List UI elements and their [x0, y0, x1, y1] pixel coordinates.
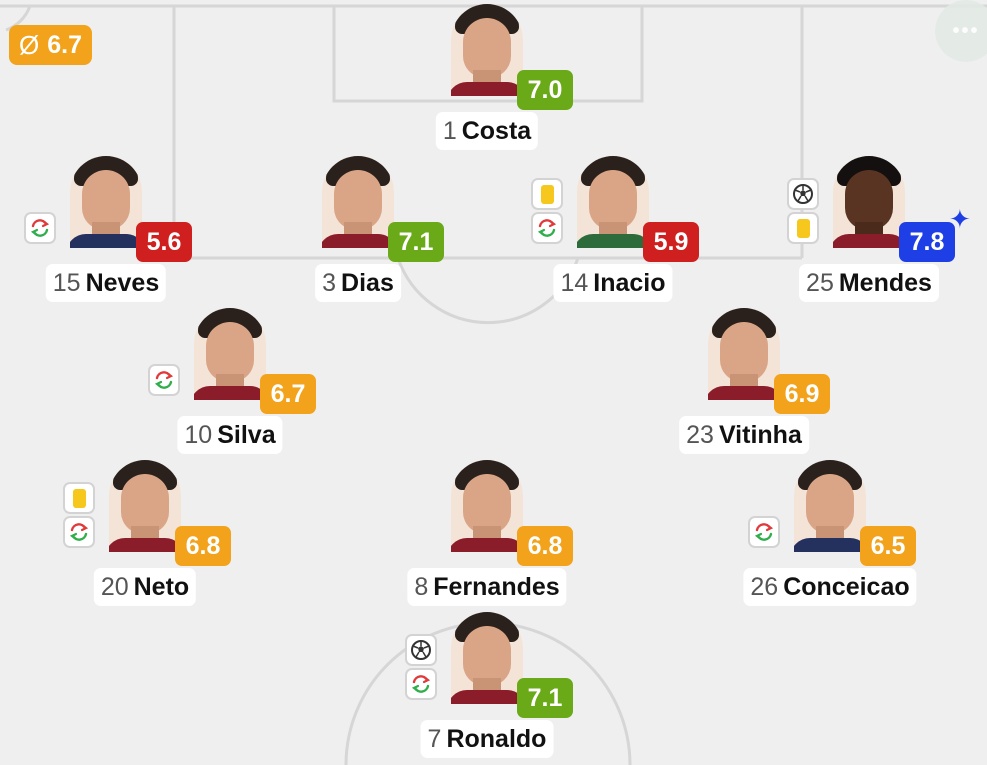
substitution-icon — [531, 212, 563, 244]
player-photo — [577, 156, 649, 248]
yellow-card-icon — [787, 212, 819, 244]
player-name: Mendes — [838, 269, 932, 297]
player-number: 1 — [442, 117, 457, 145]
player-photo — [708, 308, 780, 400]
top-rated-star-icon: ✦ — [949, 204, 971, 234]
team-average-rating: Ø 6.7 — [9, 25, 92, 65]
player-photo — [70, 156, 142, 248]
player-name: Conceicao — [783, 573, 910, 601]
player-name: Ronaldo — [446, 725, 547, 753]
player-name: Costa — [461, 117, 532, 145]
goal-icon — [405, 634, 437, 666]
player-photo — [451, 460, 523, 552]
player-number: 25 — [806, 269, 834, 297]
player-photo — [322, 156, 394, 248]
player-name: Vitinha — [718, 421, 802, 449]
player-rating: 6.5 — [860, 526, 916, 566]
player-rating: 6.8 — [175, 526, 231, 566]
player-number: 15 — [52, 269, 81, 297]
player-name: Neves — [85, 269, 160, 297]
player-rating: 5.9 — [643, 222, 699, 262]
player-photo — [451, 612, 523, 704]
goal-icon — [787, 178, 819, 210]
substitution-icon — [63, 516, 95, 548]
player-rating: 6.7 — [260, 374, 316, 414]
player-rating: 7.8 — [899, 222, 955, 262]
player-rating: 7.0 — [517, 70, 573, 110]
more-icon: ••• — [952, 19, 980, 42]
player-number: 8 — [414, 573, 429, 601]
player-number: 10 — [184, 421, 213, 449]
substitution-icon — [24, 212, 56, 244]
player-number: 7 — [427, 725, 442, 753]
player-rating: 5.6 — [136, 222, 192, 262]
player-photo — [833, 156, 905, 248]
player-number: 3 — [322, 269, 337, 297]
player-rating: 7.1 — [388, 222, 444, 262]
player-number: 23 — [686, 421, 714, 449]
player-photo — [451, 4, 523, 96]
yellow-card-icon — [63, 482, 95, 514]
player-name: Dias — [341, 269, 394, 297]
player-photo — [194, 308, 266, 400]
yellow-card-icon — [531, 178, 563, 210]
player-name: Silva — [217, 421, 276, 449]
player-rating: 6.9 — [774, 374, 830, 414]
substitution-icon — [148, 364, 180, 396]
player-photo — [109, 460, 181, 552]
player-rating: 7.1 — [517, 678, 573, 718]
player-rating: 6.8 — [517, 526, 573, 566]
player-photo — [794, 460, 866, 552]
player-number: 20 — [100, 573, 129, 601]
player-number: 26 — [750, 573, 779, 601]
player-name: Inacio — [593, 269, 666, 297]
substitution-icon — [405, 668, 437, 700]
player-name: Neto — [133, 573, 190, 601]
team-average-value: 6.7 — [47, 30, 82, 59]
more-options-button[interactable]: ••• — [935, 0, 987, 62]
player-number: 14 — [560, 269, 589, 297]
player-name: Fernandes — [433, 573, 560, 601]
substitution-icon — [748, 516, 780, 548]
average-icon: Ø — [19, 29, 40, 60]
